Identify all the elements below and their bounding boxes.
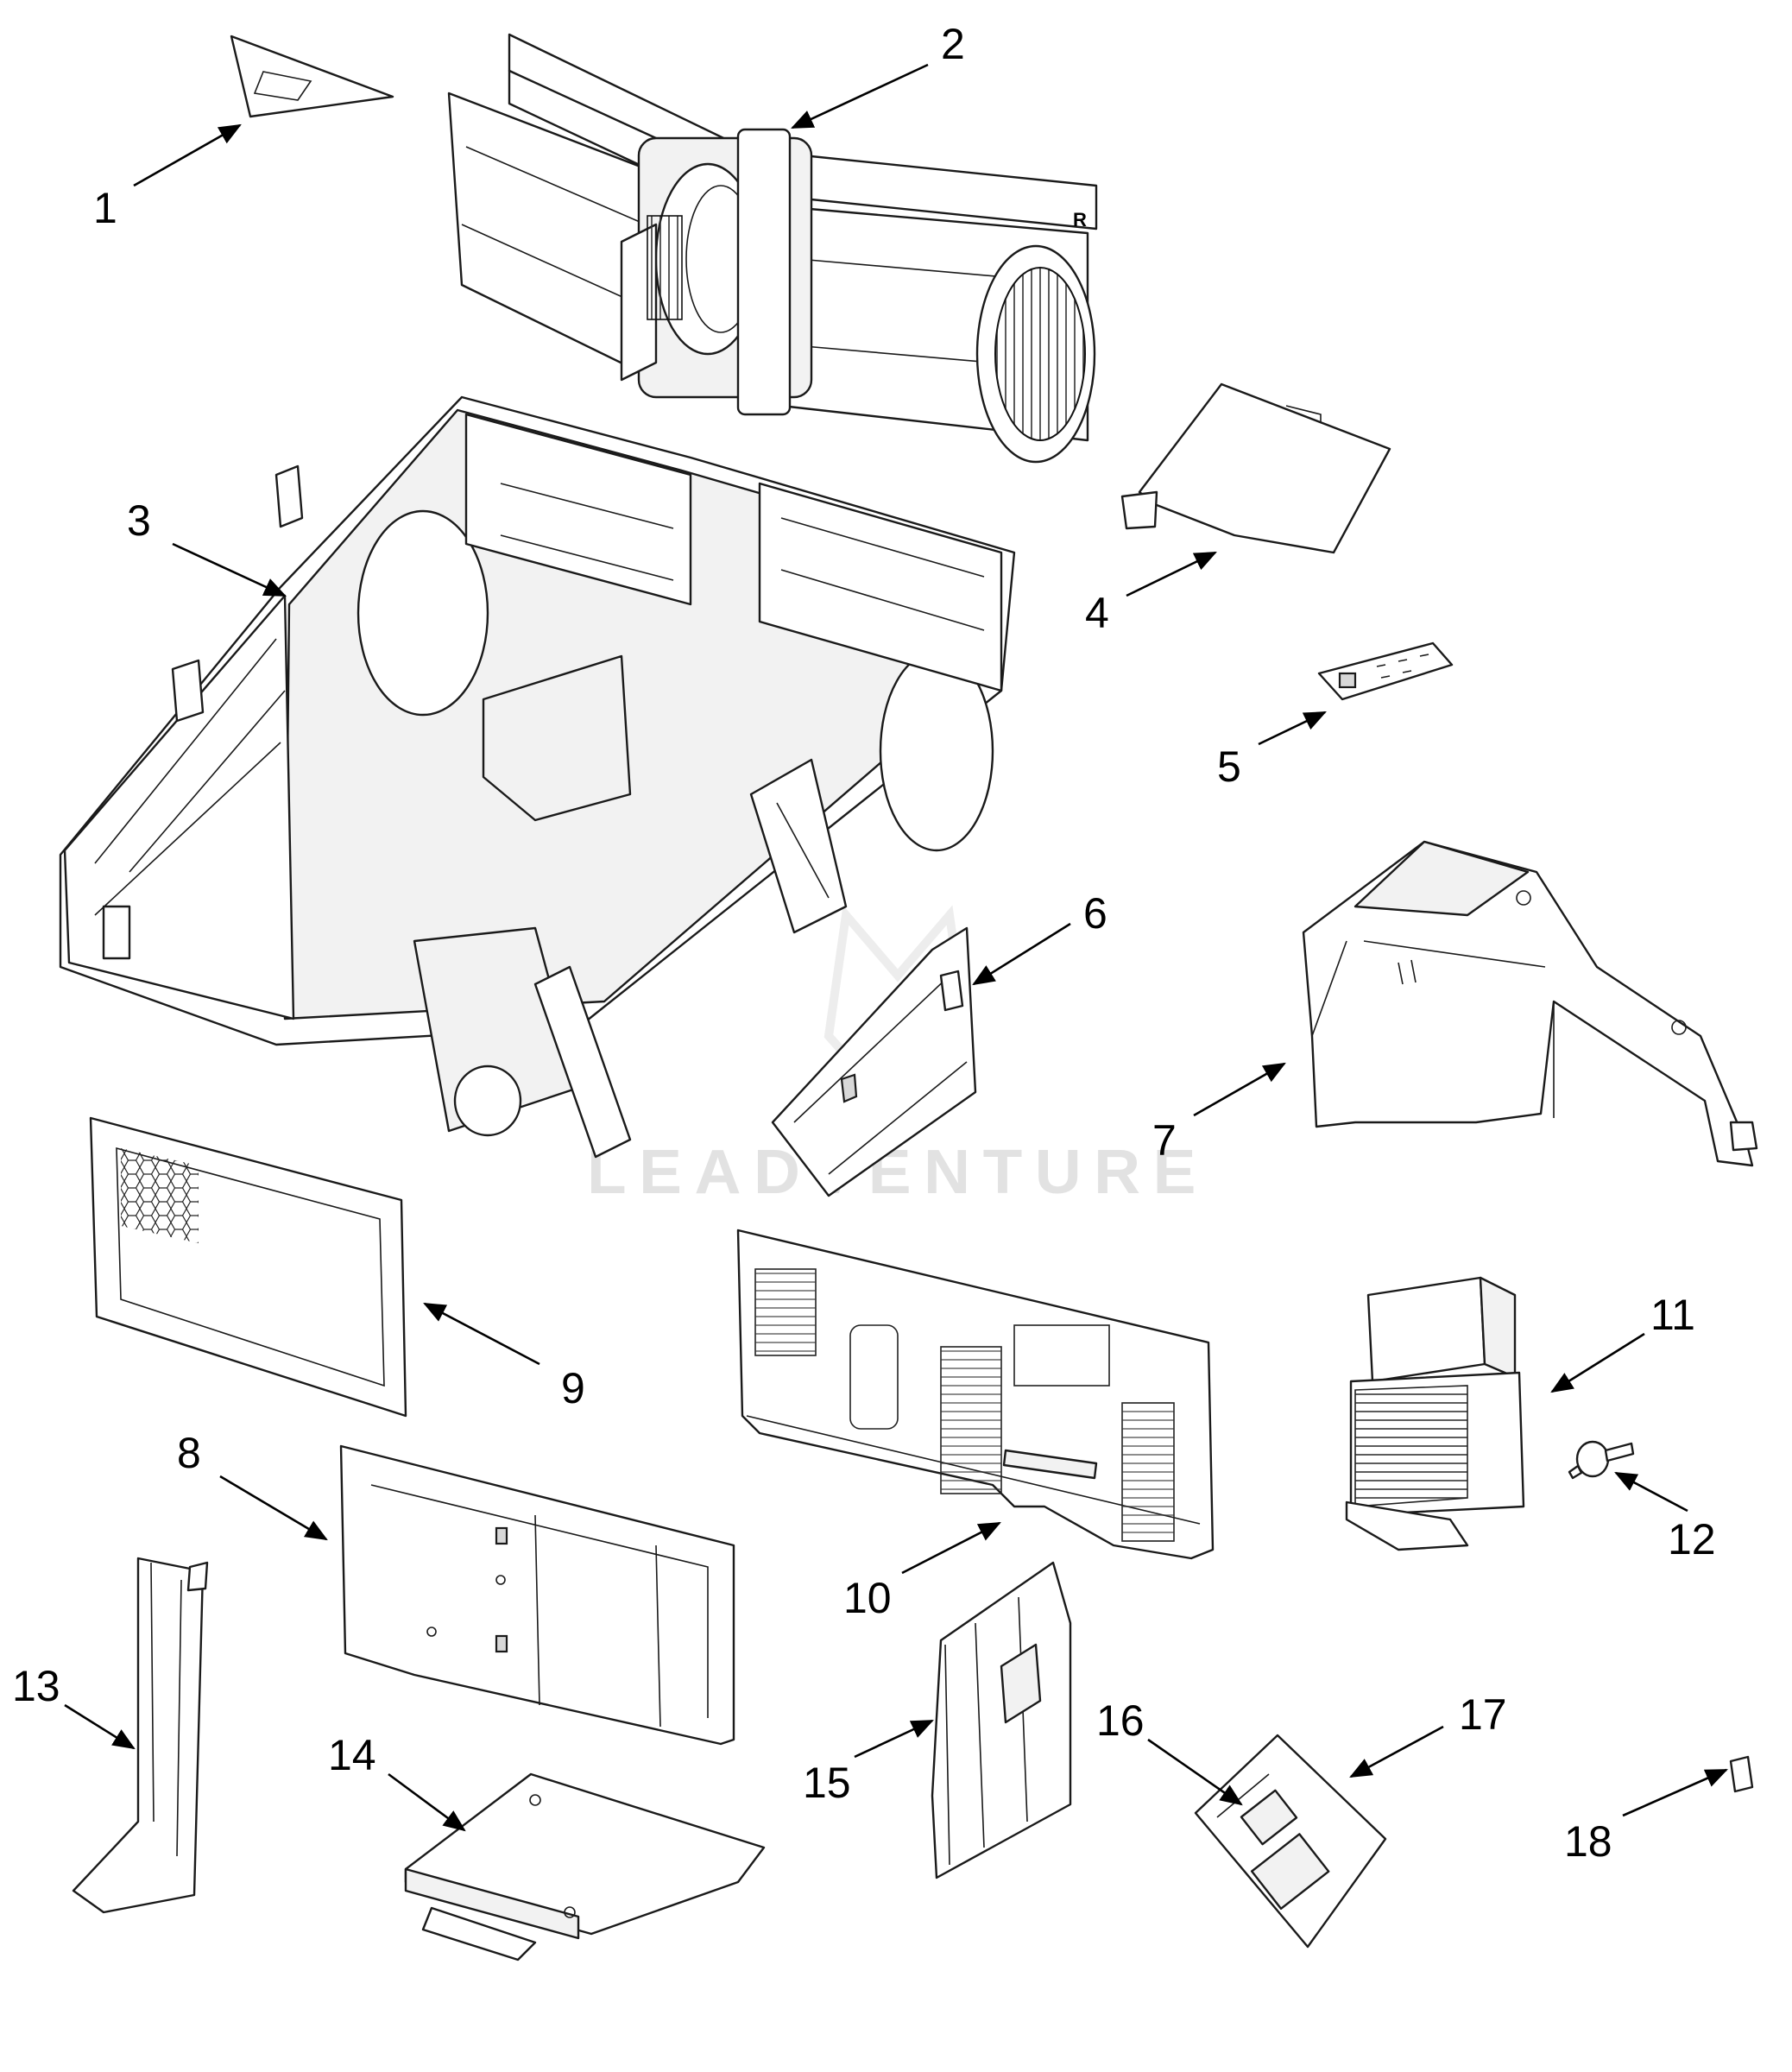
leader-8 <box>219 1475 328 1541</box>
part-1-label-decal <box>230 35 394 118</box>
leader-18 <box>1622 1768 1728 1817</box>
part-18-small-component <box>1729 1755 1754 1793</box>
callout-12: 12 <box>1668 1515 1716 1563</box>
callout-4: 4 <box>1085 589 1109 637</box>
callout-16: 16 <box>1096 1696 1145 1745</box>
fan-housing-mark: R <box>1073 209 1087 231</box>
callout-labels: 1 2 3 4 5 6 7 8 9 10 11 12 13 14 15 16 1… <box>12 20 1716 1866</box>
part-2-blower-motor: R <box>447 33 1098 464</box>
leader-arrows <box>64 63 1728 1832</box>
callout-6: 6 <box>1083 889 1107 938</box>
part-4-cover-plate <box>1120 382 1391 554</box>
watermark-text: LEADVENTURE <box>587 1138 1208 1207</box>
callout-8: 8 <box>177 1429 201 1477</box>
callout-15: 15 <box>803 1759 851 1807</box>
part-6-bracket <box>771 926 977 1197</box>
part-9-filter <box>89 1116 407 1418</box>
leader-16 <box>1147 1738 1243 1806</box>
leader-4 <box>1126 551 1217 597</box>
leader-7 <box>1193 1062 1286 1117</box>
leader-6 <box>972 922 1071 986</box>
part-16-17-control-board <box>1194 1734 1387 1949</box>
leader-14 <box>388 1772 466 1832</box>
part-15-side-bracket <box>931 1561 1072 1879</box>
callout-17: 17 <box>1459 1690 1507 1739</box>
callout-18: 18 <box>1564 1817 1612 1866</box>
leader-17 <box>1349 1725 1444 1778</box>
callout-7: 7 <box>1152 1116 1177 1165</box>
part-14-base-plate <box>404 1772 766 1961</box>
callout-1: 1 <box>93 184 117 232</box>
leader-2 <box>791 63 929 130</box>
leader-3 <box>172 542 287 597</box>
callout-13: 13 <box>12 1662 60 1710</box>
callout-14: 14 <box>328 1731 376 1779</box>
callout-2: 2 <box>941 20 965 68</box>
leader-15 <box>854 1719 934 1759</box>
leader-12 <box>1614 1471 1688 1513</box>
part-13-vertical-bracket <box>72 1557 209 1914</box>
callout-9: 9 <box>561 1364 585 1412</box>
part-10-vent-panel <box>736 1229 1215 1560</box>
part-12-thermostat <box>1568 1440 1635 1480</box>
callout-11: 11 <box>1650 1291 1695 1339</box>
part-8-tray <box>339 1444 735 1746</box>
callout-10: 10 <box>843 1574 892 1622</box>
part-5-small-board <box>1317 641 1454 701</box>
part-3-chassis <box>59 395 1016 1159</box>
leader-10 <box>901 1521 1001 1575</box>
part-7-duct-cover <box>1302 840 1758 1167</box>
callout-5: 5 <box>1217 742 1241 791</box>
leader-5 <box>1258 711 1327 746</box>
leader-13 <box>64 1703 136 1750</box>
leader-9 <box>423 1302 540 1366</box>
part-11-transformer <box>1345 1276 1525 1551</box>
callout-3: 3 <box>127 496 151 545</box>
leader-1 <box>133 123 242 187</box>
leader-11 <box>1550 1332 1645 1393</box>
